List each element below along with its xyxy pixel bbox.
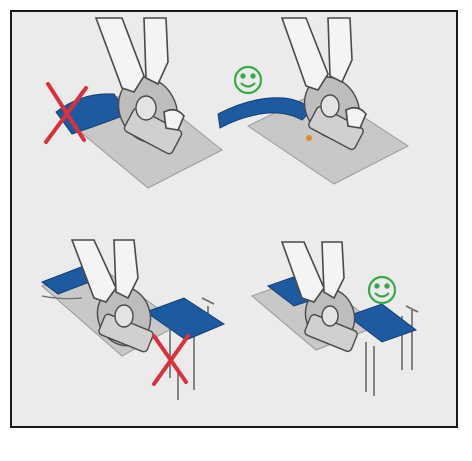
panel-bottom-left-incorrect — [42, 240, 252, 415]
smiley-icon — [235, 67, 261, 93]
panel-bottom-left-drawing — [42, 240, 252, 415]
panel-top-left-incorrect — [26, 18, 236, 198]
panel-top-left-drawing — [26, 18, 236, 198]
panel-bottom-right-correct — [252, 242, 452, 412]
panel-top-right-drawing — [212, 18, 457, 198]
blade-contact-point — [306, 135, 312, 141]
panel-top-right-correct — [212, 18, 457, 198]
illustration-frame — [10, 10, 458, 428]
panel-bottom-right-drawing — [252, 242, 452, 412]
red-x-icon — [154, 336, 188, 384]
smiley-icon — [369, 277, 395, 303]
workpiece-right — [348, 304, 416, 342]
